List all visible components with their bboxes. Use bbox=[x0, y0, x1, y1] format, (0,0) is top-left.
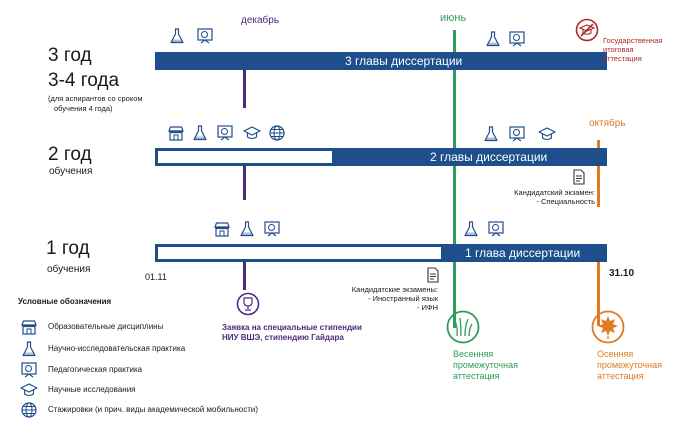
shop-icon bbox=[167, 124, 185, 142]
month-june: июнь bbox=[440, 12, 467, 24]
trophy-icon bbox=[236, 292, 260, 316]
year3-title: 3 год bbox=[48, 45, 92, 66]
december-line bbox=[243, 166, 246, 200]
legend-item-label: Образовательные дисциплины bbox=[48, 322, 164, 331]
year3-bar bbox=[155, 52, 607, 70]
board-icon bbox=[263, 220, 281, 238]
year1-bar-label: 1 глава диссертации bbox=[465, 246, 581, 260]
exam-foreign-label: Кандидатские экзамены: - Иностранный язы… bbox=[351, 285, 438, 312]
state-attestation-icon bbox=[575, 18, 599, 42]
year3-note-1: (для аспирантов со сроком bbox=[48, 94, 143, 103]
shop-icon bbox=[213, 220, 231, 238]
spring-attestation-label: Весенняя промежуточная аттестация bbox=[453, 349, 518, 381]
flask-icon bbox=[168, 27, 186, 45]
legend-item-label: Педагогическая практика bbox=[48, 365, 143, 374]
year2-subtitle: обучения bbox=[49, 166, 93, 177]
board-icon bbox=[487, 220, 505, 238]
flask-icon bbox=[484, 30, 502, 48]
document-icon bbox=[570, 168, 588, 186]
globe-icon bbox=[268, 124, 286, 142]
board-icon bbox=[508, 30, 526, 48]
year2-title: 2 год bbox=[48, 144, 92, 165]
year3-note-2: обучения 4 года) bbox=[54, 104, 113, 113]
board-icon bbox=[216, 124, 234, 142]
year2-bar-label: 2 главы диссертации bbox=[430, 150, 548, 164]
end-date: 31.10 bbox=[609, 268, 635, 279]
legend-item-label: Научно-исследовательская практика bbox=[48, 344, 186, 353]
graduate-icon bbox=[538, 125, 556, 143]
legend-item-label: Стажировки (и прич. виды академической м… bbox=[48, 405, 259, 414]
flask-icon bbox=[20, 340, 38, 358]
year1-bar-empty-part bbox=[158, 247, 441, 259]
graduate-icon bbox=[20, 381, 38, 399]
start-date: 01.11 bbox=[145, 272, 167, 282]
shop-icon bbox=[20, 318, 38, 336]
month-october: октябрь bbox=[589, 118, 626, 129]
october-line bbox=[597, 258, 600, 326]
document-icon bbox=[424, 266, 442, 284]
october-line bbox=[597, 140, 600, 207]
year1-subtitle: обучения bbox=[47, 264, 91, 275]
graduate-icon bbox=[243, 124, 261, 142]
year1-title: 1 год bbox=[46, 238, 90, 259]
year3-bar-label: 3 главы диссертации bbox=[345, 54, 463, 68]
december-line bbox=[243, 70, 246, 108]
autumn-attestation-label: Осенняя промежуточная аттестация bbox=[597, 349, 662, 381]
flask-icon bbox=[462, 220, 480, 238]
board-icon bbox=[196, 27, 214, 45]
board-icon bbox=[508, 125, 526, 143]
legend-title: Условные обозначения bbox=[18, 297, 112, 306]
december-line bbox=[243, 258, 246, 290]
board-icon bbox=[20, 361, 38, 379]
flask-icon bbox=[238, 220, 256, 238]
globe-icon bbox=[20, 401, 38, 419]
flask-icon bbox=[482, 125, 500, 143]
month-december: декабрь bbox=[241, 15, 280, 26]
grass-icon bbox=[446, 310, 480, 344]
state-attestation-label: Государственная итоговая аттестация bbox=[603, 36, 663, 63]
flask-icon bbox=[191, 124, 209, 142]
june-line bbox=[453, 30, 456, 328]
year2-bar-empty-part bbox=[158, 151, 332, 163]
exam-specialty-label: Кандидатский экзамен: - Специальность bbox=[514, 188, 595, 206]
legend-item-label: Научные исследования bbox=[48, 385, 136, 394]
leaf-icon bbox=[591, 310, 625, 344]
year3-alt-title: 3-4 года bbox=[48, 70, 120, 91]
scholarship-label: Заявка на специальные стипендии НИУ ВШЭ,… bbox=[222, 323, 362, 342]
